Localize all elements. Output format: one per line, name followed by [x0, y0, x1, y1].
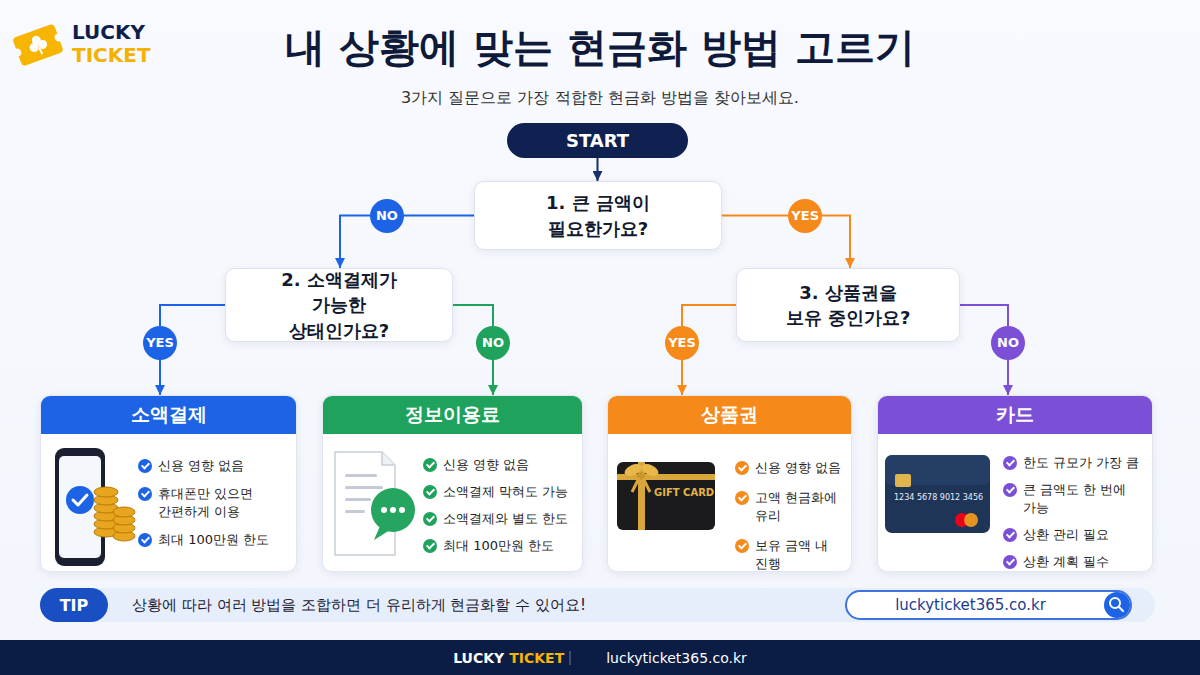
bullet-list: 신용 영향 없음고액 현금화에 유리보유 금액 내 진행	[735, 459, 850, 572]
bullet-item: 상환 계획 필수	[1003, 553, 1151, 571]
document-illustration	[335, 452, 415, 555]
method-card: 카드한도 규모가 가장 큼큰 금액도 한 번에 가능상환 관리 필요상환 계획 …	[877, 395, 1153, 572]
edge-label: NO	[991, 326, 1025, 360]
bullet-list: 한도 규모가 가장 큼큰 금액도 한 번에 가능상환 관리 필요상환 계획 필수	[1003, 454, 1151, 571]
bullet-list: 신용 영향 없음소액결제 막혀도 가능소액결제와 별도 한도최대 100만원 한…	[423, 456, 578, 555]
method-card: 정보이용료신용 영향 없음소액결제 막혀도 가능소액결제와 별도 한도최대 10…	[322, 395, 583, 572]
card-heading: 소액결제	[131, 402, 207, 428]
bullet-item: 한도 규모가 가장 큼	[1003, 454, 1151, 472]
bullet-item: 보유 금액 내 진행	[735, 537, 850, 572]
page-caption: 3가지 질문으로 가장 적합한 현금화 방법을 찾아보세요.	[0, 88, 1200, 109]
bullet-item: 상환 관리 필요	[1003, 526, 1151, 544]
node-text: TIP	[60, 596, 89, 615]
logo-icon	[8, 22, 67, 68]
card-header: 소액결제	[41, 396, 296, 434]
node-text: luckyticket365.co.kr	[895, 596, 1046, 614]
edge-label: YES	[143, 326, 177, 360]
card-heading: 카드	[996, 402, 1034, 428]
footer-divider	[570, 651, 571, 665]
connector	[453, 305, 493, 395]
question-text: 2. 소액결제가 가능한 상태인가요?	[260, 267, 418, 343]
bullet-item: 소액결제와 별도 한도	[423, 510, 578, 528]
connector	[597, 158, 599, 181]
edge-label: YES	[665, 326, 699, 360]
card-heading: 상품권	[701, 402, 758, 428]
question-text: 1. 큰 금액이 필요한가요?	[538, 190, 658, 240]
phone-illustration	[55, 448, 105, 566]
card-header: 카드	[878, 396, 1152, 434]
edge-label: YES	[788, 199, 822, 233]
page-title: 내 상황에 맞는 현금화 방법 고르기	[0, 20, 1200, 75]
footer-text: LUCKY	[453, 650, 504, 666]
bullet-item: 신용 영향 없음	[735, 459, 850, 477]
decision-box: 3. 상품권을 보유 중인가요?	[736, 268, 960, 342]
connector	[340, 216, 474, 269]
search-icon	[1104, 592, 1130, 618]
bullet-item: 신용 영향 없음	[423, 456, 578, 474]
card-header: 정보이용료	[323, 396, 582, 434]
bullet-item: 소액결제 막혀도 가능	[423, 483, 578, 501]
bullet-item: 신용 영향 없음	[138, 457, 293, 475]
card-heading: 정보이용료	[405, 402, 500, 428]
credit-card-illustration	[885, 455, 990, 533]
footer-band: LUCKY TICKET luckyticket365.co.kr	[0, 640, 1200, 675]
connector	[682, 305, 736, 395]
gift-card-illustration	[617, 462, 715, 530]
logo-text: TICKET	[72, 43, 151, 67]
connector	[960, 305, 1008, 395]
bullet-item: 최대 100만원 한도	[138, 531, 293, 549]
method-card: 상품권신용 영향 없음고액 현금화에 유리보유 금액 내 진행	[607, 395, 852, 572]
bullet-item: 큰 금액도 한 번에 가능	[1003, 481, 1151, 517]
connector	[722, 216, 850, 269]
bullet-item: 최대 100만원 한도	[423, 537, 578, 555]
bullet-item: 휴대폰만 있으면 간편하게 이용	[138, 485, 293, 521]
node-text: START	[566, 130, 629, 151]
tip-band: 상황에 따라 여러 방법을 조합하면 더 유리하게 현금화할 수 있어요! TIP…	[40, 588, 1155, 622]
bullet-item: 고액 현금화에 유리	[735, 489, 850, 525]
start-pill: START	[507, 123, 688, 158]
bullet-list: 신용 영향 없음휴대폰만 있으면 간편하게 이용최대 100만원 한도	[138, 457, 293, 549]
connector	[160, 305, 225, 395]
footer-text: luckyticket365.co.kr	[606, 650, 747, 666]
method-card: 소액결제신용 영향 없음휴대폰만 있으면 간편하게 이용최대 100만원 한도	[40, 395, 297, 572]
tip-badge: TIP	[40, 588, 108, 622]
search-box: luckyticket365.co.kr	[845, 590, 1132, 620]
edge-label: NO	[476, 326, 510, 360]
edge-label: NO	[370, 199, 404, 233]
coin-stack	[94, 487, 135, 541]
footer-text: TICKET	[509, 650, 564, 666]
node-text: 상황에 따라 여러 방법을 조합하면 더 유리하게 현금화할 수 있어요!	[132, 588, 586, 622]
decision-box: 1. 큰 금액이 필요한가요?	[474, 181, 722, 250]
decision-box: 2. 소액결제가 가능한 상태인가요?	[225, 268, 453, 342]
question-text: 3. 상품권을 보유 중인가요?	[786, 280, 911, 330]
logo-text: LUCKY	[72, 20, 145, 44]
card-header: 상품권	[608, 396, 851, 434]
